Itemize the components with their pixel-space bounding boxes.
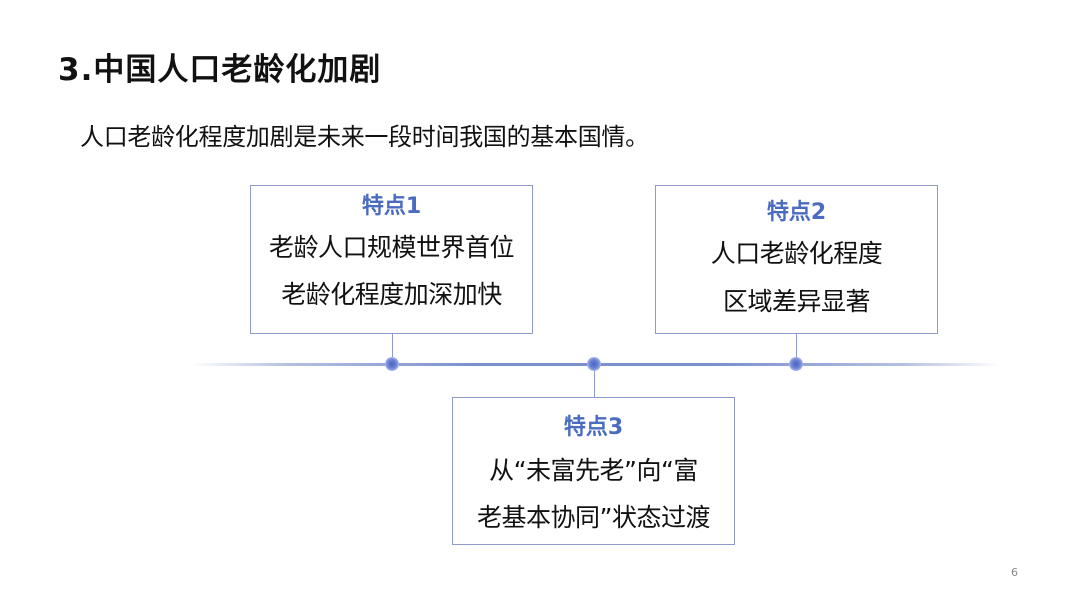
feature-card-line: 老龄人口规模世界首位 xyxy=(268,233,515,262)
feature-card-label: 特点2 xyxy=(766,200,827,225)
slide-subtitle: 人口老龄化程度加剧是未来一段时间我国的基本国情。 xyxy=(80,123,649,151)
feature-card-label: 特点3 xyxy=(563,415,624,440)
page-number: 6 xyxy=(1011,566,1018,579)
timeline-dot-1 xyxy=(385,357,399,371)
feature-card-line: 从“未富先老”向“富 xyxy=(489,456,698,485)
feature-card-line: 老龄化程度加深加快 xyxy=(281,280,502,309)
timeline-dot-3 xyxy=(789,357,803,371)
feature-card-3: 特点3 从“未富先老”向“富 老基本协同”状态过渡 xyxy=(452,397,735,545)
feature-card-1: 特点1 老龄人口规模世界首位 老龄化程度加深加快 xyxy=(250,185,533,334)
connector-feature-2 xyxy=(796,334,797,364)
feature-card-line: 区域差异显著 xyxy=(722,287,871,316)
feature-card-line: 人口老龄化程度 xyxy=(710,239,883,268)
feature-card-line: 老基本协同”状态过渡 xyxy=(477,503,710,532)
timeline-dot-2 xyxy=(587,357,601,371)
connector-feature-1 xyxy=(392,334,393,364)
feature-card-2: 特点2 人口老龄化程度 区域差异显著 xyxy=(655,185,938,334)
feature-card-label: 特点1 xyxy=(361,194,422,219)
connector-feature-3 xyxy=(594,365,595,398)
slide-title: 3.中国人口老龄化加剧 xyxy=(58,52,382,88)
